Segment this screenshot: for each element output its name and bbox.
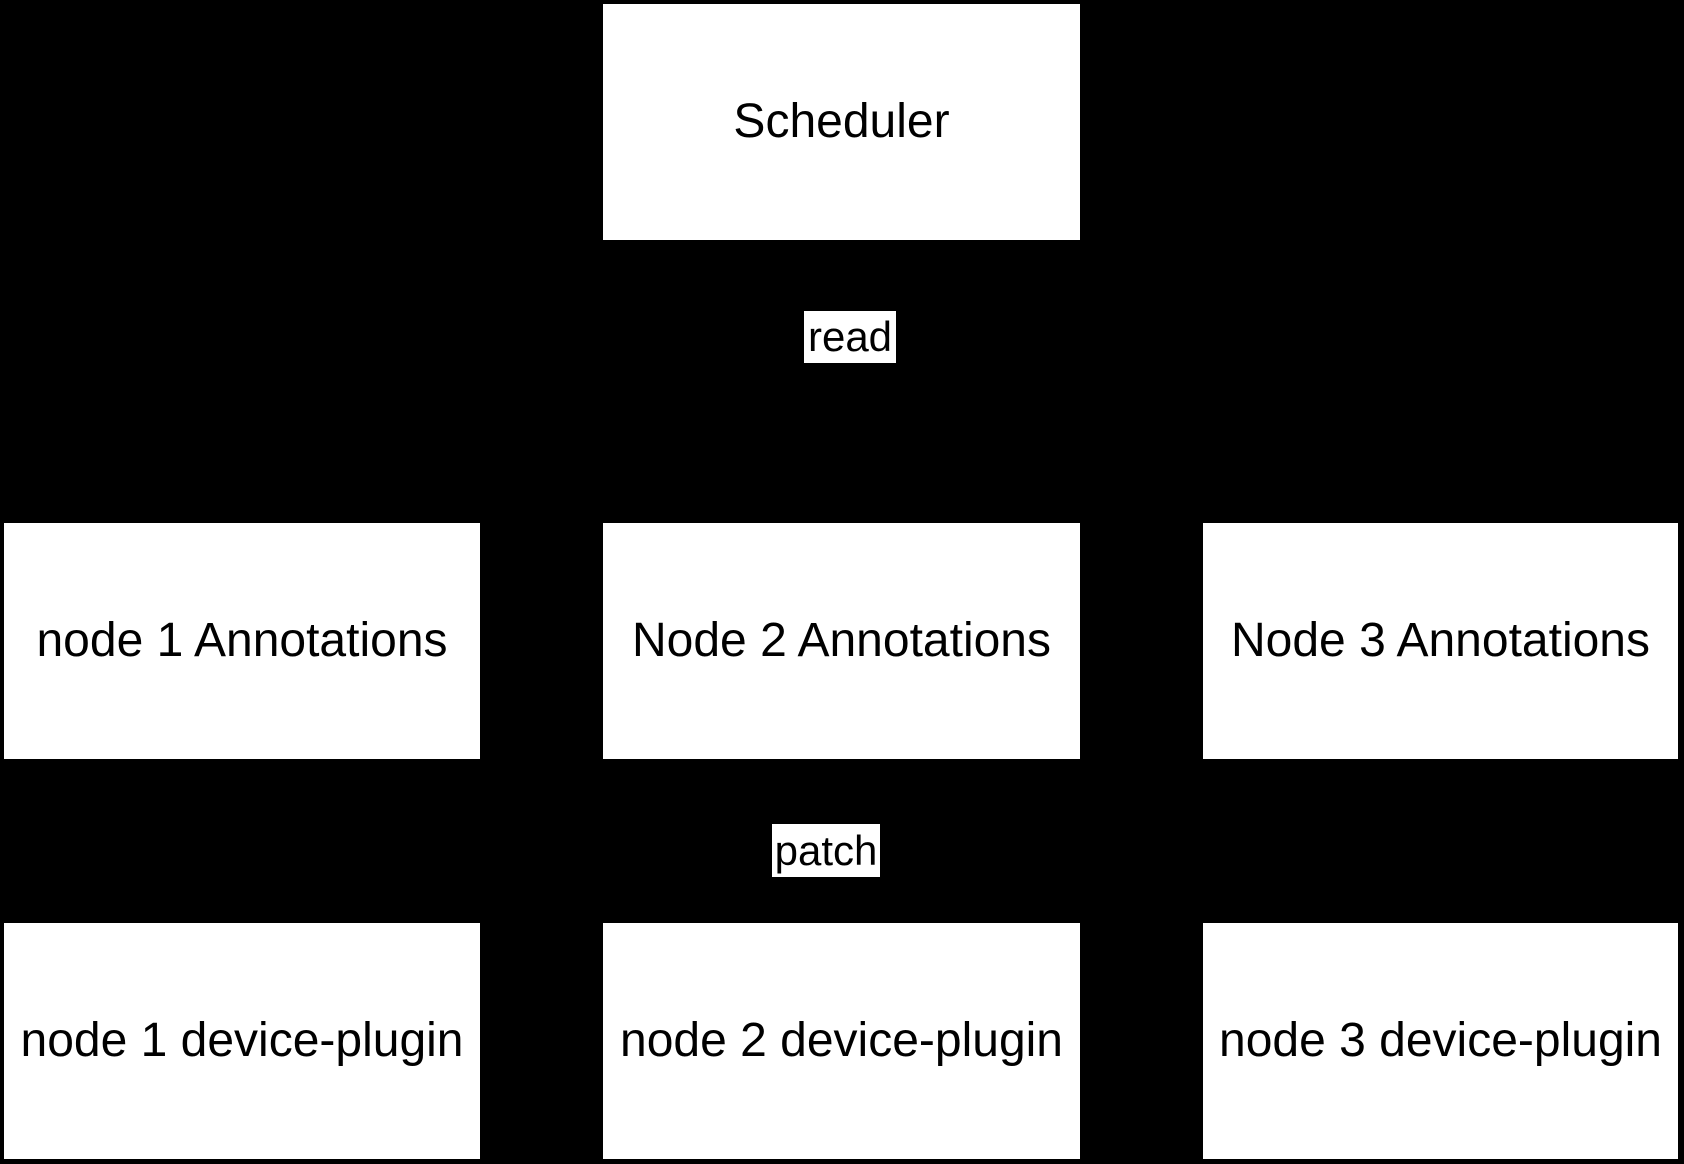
node-2-annotations: Node 2 Annotations <box>603 523 1080 759</box>
node-1-annotations: node 1 Annotations <box>4 523 480 759</box>
scheduler-node-label: Scheduler <box>733 95 950 148</box>
scheduler-node: Scheduler <box>603 4 1080 240</box>
node-label: node 2 device-plugin <box>620 1014 1063 1067</box>
edge-label-patch-text: patch <box>774 826 878 874</box>
node-1-device-plugin: node 1 device-plugin <box>4 923 480 1159</box>
node-label: node 1 device-plugin <box>20 1014 464 1067</box>
node-2-device-plugin: node 2 device-plugin <box>603 923 1080 1159</box>
node-label: node 1 Annotations <box>36 614 448 667</box>
node-label: Node 3 Annotations <box>1231 614 1650 667</box>
node-3-device-plugin: node 3 device-plugin <box>1203 923 1678 1159</box>
node-label: Node 2 Annotations <box>632 614 1051 667</box>
edge-label-read: read <box>804 311 896 363</box>
edge-label-read-text: read <box>807 313 893 360</box>
node-label: node 3 device-plugin <box>1219 1014 1662 1067</box>
node-3-annotations: Node 3 Annotations <box>1203 523 1678 759</box>
edge-label-patch: patch <box>772 824 880 877</box>
